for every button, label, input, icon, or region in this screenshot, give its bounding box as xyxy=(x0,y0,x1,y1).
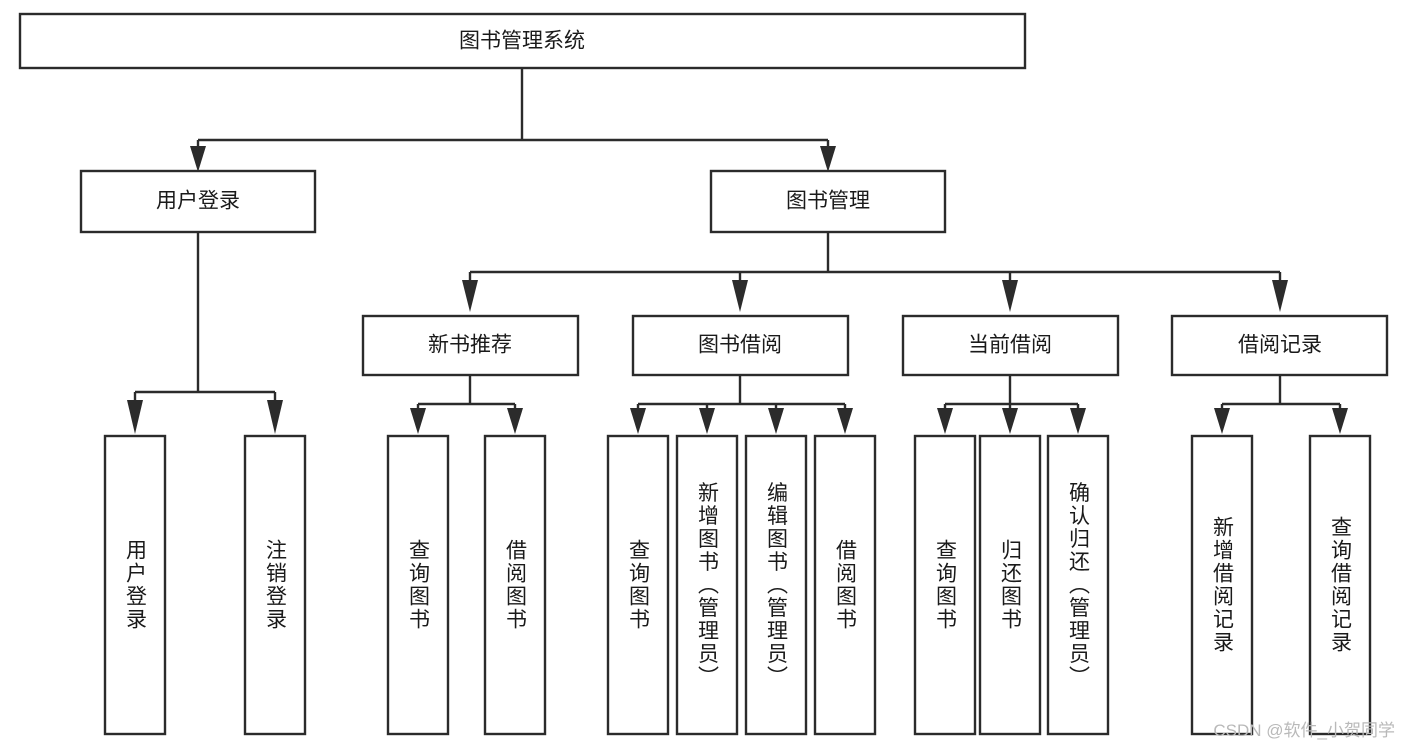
node-current-label: 当前借阅 xyxy=(968,334,1052,357)
arrow-borrow-to-leaf8 xyxy=(837,408,853,434)
node-leaf6[interactable]: 新增图书（管理员） xyxy=(675,434,739,736)
arrow-records-to-leaf13 xyxy=(1332,408,1348,434)
node-root-box[interactable] xyxy=(18,12,1027,70)
node-leaf13-label: 查询借阅记录 xyxy=(1329,516,1353,654)
node-leaf10-box[interactable] xyxy=(978,434,1042,736)
node-leaf10-label: 归还图书 xyxy=(999,539,1023,631)
arrow-borrow-to-leaf5 xyxy=(630,408,646,434)
node-leaf4[interactable]: 借阅图书 xyxy=(483,434,547,736)
arrow-login-to-leaf2 xyxy=(267,400,283,434)
arrow-bookmgmt-to-newbook xyxy=(462,280,478,312)
edge-group-bookmgmt xyxy=(462,232,1288,312)
node-records-label: 借阅记录 xyxy=(1238,334,1322,357)
node-leaf13[interactable]: 查询借阅记录 xyxy=(1308,434,1372,736)
arrow-bookmgmt-to-borrow xyxy=(732,280,748,312)
node-leaf7-label: 编辑图书（管理员） xyxy=(765,482,789,689)
node-leaf11-box[interactable] xyxy=(1046,434,1110,736)
node-borrow[interactable]: 图书借阅 xyxy=(631,314,850,377)
arrow-root-to-bookmgmt xyxy=(820,146,836,172)
node-root-label: 图书管理系统 xyxy=(459,30,585,53)
node-leaf5-box[interactable] xyxy=(606,434,670,736)
node-leaf3[interactable]: 查询图书 xyxy=(386,434,450,736)
node-leaf2[interactable]: 注销登录 xyxy=(243,434,307,736)
node-leaf4-label: 借阅图书 xyxy=(504,539,528,631)
node-leaf8[interactable]: 借阅图书 xyxy=(813,434,877,736)
edge-group-root xyxy=(190,68,836,172)
node-bookmgmt-box[interactable] xyxy=(709,169,947,234)
edge-group-newbook xyxy=(410,375,523,434)
node-bookmgmt-label: 图书管理 xyxy=(786,190,870,213)
node-borrow-box[interactable] xyxy=(631,314,850,377)
node-root[interactable]: 图书管理系统 xyxy=(18,12,1027,70)
edge-group-borrow xyxy=(630,375,853,434)
node-leaf11[interactable]: 确认归还（管理员） xyxy=(1046,434,1110,736)
csdn-watermark: CSDN @软件_小贺同学 xyxy=(1213,721,1395,740)
node-newbook-label: 新书推荐 xyxy=(428,334,512,357)
node-current[interactable]: 当前借阅 xyxy=(901,314,1120,377)
node-leaf3-label: 查询图书 xyxy=(407,539,431,631)
node-leaf5[interactable]: 查询图书 xyxy=(606,434,670,736)
node-records-box[interactable] xyxy=(1170,314,1389,377)
arrow-login-to-leaf1 xyxy=(127,400,143,434)
node-leaf12-box[interactable] xyxy=(1190,434,1254,736)
node-leaf7[interactable]: 编辑图书（管理员） xyxy=(744,434,808,736)
node-leaf7-box[interactable] xyxy=(744,434,808,736)
node-leaf8-box[interactable] xyxy=(813,434,877,736)
arrow-newbook-to-leaf3 xyxy=(410,408,426,434)
arrow-borrow-to-leaf6 xyxy=(699,408,715,434)
edge-group-login xyxy=(127,232,283,434)
node-leaf9-label: 查询图书 xyxy=(934,539,958,631)
node-leaf6-box[interactable] xyxy=(675,434,739,736)
node-leaf10[interactable]: 归还图书 xyxy=(978,434,1042,736)
node-login[interactable]: 用户登录 xyxy=(79,169,317,234)
arrow-current-to-leaf10 xyxy=(1002,408,1018,434)
node-leaf1[interactable]: 用户登录 xyxy=(103,434,167,736)
node-leaf2-box[interactable] xyxy=(243,434,307,736)
node-leaf12-label: 新增借阅记录 xyxy=(1211,516,1235,654)
node-login-label: 用户登录 xyxy=(156,190,240,213)
edge-group-current xyxy=(937,375,1086,434)
edge-group-records xyxy=(1214,375,1348,434)
arrow-newbook-to-leaf4 xyxy=(507,408,523,434)
node-login-box[interactable] xyxy=(79,169,317,234)
node-newbook[interactable]: 新书推荐 xyxy=(361,314,580,377)
node-leaf13-box[interactable] xyxy=(1308,434,1372,736)
arrow-borrow-to-leaf7 xyxy=(768,408,784,434)
arrow-root-to-login xyxy=(190,146,206,172)
node-leaf12[interactable]: 新增借阅记录 xyxy=(1190,434,1254,736)
node-leaf8-label: 借阅图书 xyxy=(834,539,858,631)
arrow-bookmgmt-to-records xyxy=(1272,280,1288,312)
arrow-records-to-leaf12 xyxy=(1214,408,1230,434)
arrow-current-to-leaf11 xyxy=(1070,408,1086,434)
node-records[interactable]: 借阅记录 xyxy=(1170,314,1389,377)
node-leaf9[interactable]: 查询图书 xyxy=(913,434,977,736)
node-leaf4-box[interactable] xyxy=(483,434,547,736)
node-leaf3-box[interactable] xyxy=(386,434,450,736)
node-current-box[interactable] xyxy=(901,314,1120,377)
node-leaf6-label: 新增图书（管理员） xyxy=(696,482,720,689)
node-leaf5-label: 查询图书 xyxy=(627,539,651,631)
node-leaf1-box[interactable] xyxy=(103,434,167,736)
node-newbook-box[interactable] xyxy=(361,314,580,377)
node-leaf1-label: 用户登录 xyxy=(124,539,148,631)
node-leaf2-label: 注销登录 xyxy=(264,539,288,631)
node-borrow-label: 图书借阅 xyxy=(698,334,782,357)
arrow-current-to-leaf9 xyxy=(937,408,953,434)
node-bookmgmt[interactable]: 图书管理 xyxy=(709,169,947,234)
node-leaf9-box[interactable] xyxy=(913,434,977,736)
node-leaf11-label: 确认归还（管理员） xyxy=(1067,482,1091,689)
arrow-bookmgmt-to-current xyxy=(1002,280,1018,312)
